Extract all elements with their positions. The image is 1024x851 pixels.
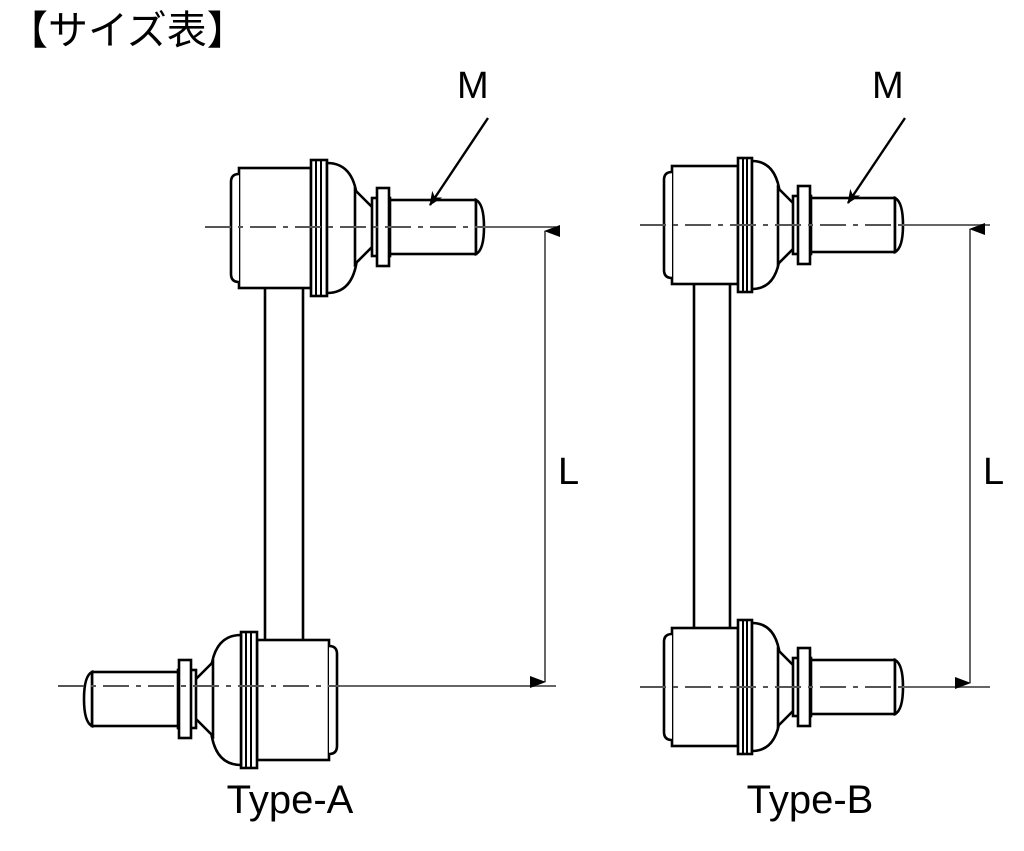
type-a-thread-leader [429,117,489,206]
page-title: 【サイズ表】 [8,8,247,54]
type-a-rod [263,278,305,650]
type-b-rod [692,276,732,652]
type-b-thread-leader [847,117,906,204]
type-a-length-label: L [558,451,580,493]
type-b-thread-label: M [872,65,904,107]
type-a-assembly [58,117,560,770]
type-b-caption: Type-B [746,778,874,822]
type-b-length-label: L [983,451,1005,493]
type-a-thread-label: M [457,65,489,107]
type-a-bottom-joint [82,630,339,770]
type-b-assembly [640,117,990,756]
type-a-caption: Type-A [226,778,354,822]
